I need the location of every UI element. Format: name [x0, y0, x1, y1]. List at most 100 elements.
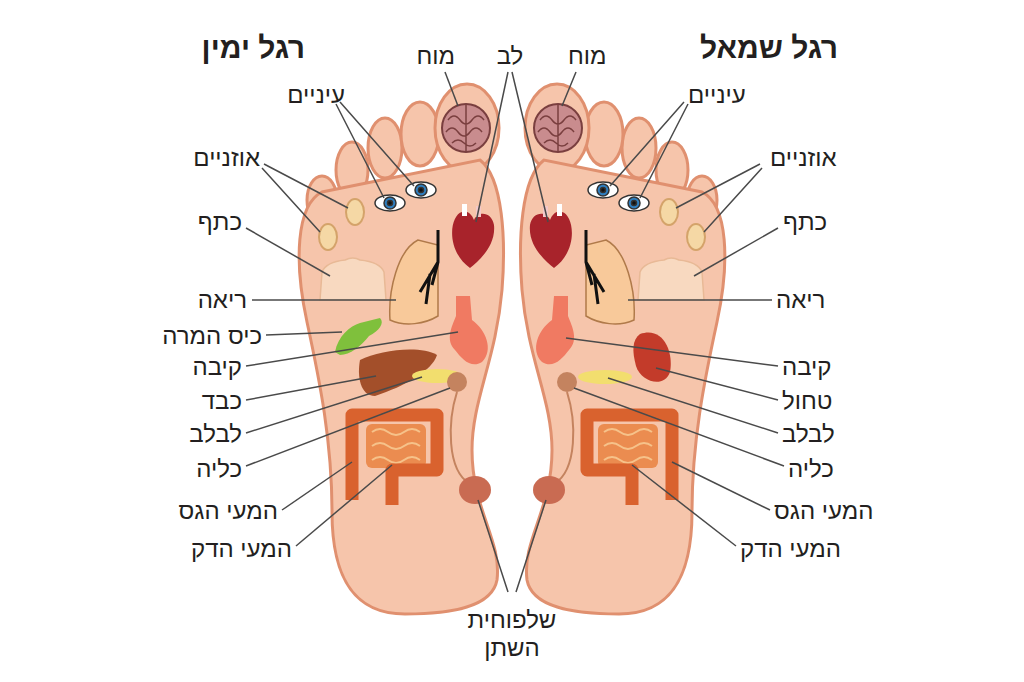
- organ-label: לבלב: [189, 420, 242, 448]
- heart: [530, 204, 572, 268]
- organ-label: מוח: [568, 42, 607, 70]
- right-foot: [368, 118, 402, 178]
- leader-lines: [246, 377, 422, 433]
- leader-lines: [672, 462, 770, 510]
- ears: [346, 199, 364, 225]
- urinary-tract: [447, 372, 577, 504]
- brain: [442, 104, 490, 152]
- organ-label: שלפוחית השתן: [452, 606, 572, 661]
- eyes: [601, 188, 606, 193]
- organ-label: כליה: [788, 455, 834, 483]
- eyes: [597, 184, 609, 196]
- shoulder: [320, 258, 386, 300]
- organ-label: אוזניים: [770, 144, 837, 172]
- leader-lines: [296, 465, 392, 546]
- heart: [462, 204, 467, 216]
- eyes: [415, 184, 427, 196]
- right-foot: [299, 160, 503, 614]
- organ-label: כתף: [198, 208, 242, 236]
- leader-lines: [608, 378, 778, 433]
- organ-label: עיניים: [688, 81, 746, 109]
- leader-lines: [694, 228, 778, 276]
- shoulder: [320, 258, 704, 300]
- organ-label: המעי הדק: [191, 535, 292, 563]
- leader-lines: [246, 376, 376, 400]
- eyes: [419, 188, 424, 193]
- leader-lines: [336, 102, 414, 198]
- organ-label: ריאה: [198, 286, 247, 314]
- gallbladder: [335, 318, 382, 355]
- leader-lines: [282, 462, 352, 510]
- leader-lines: [562, 72, 576, 106]
- ears: [319, 199, 705, 250]
- eyes: [375, 182, 649, 211]
- lung: [390, 240, 438, 324]
- urinary-tract: [451, 392, 470, 484]
- leader-lines: [252, 299, 396, 301]
- urinary-tract: [459, 476, 491, 504]
- organ-label: לבלב: [782, 420, 835, 448]
- leader-lines: [574, 388, 784, 466]
- eyes: [406, 182, 436, 198]
- intestines: [352, 415, 437, 505]
- leader-lines: [632, 465, 736, 546]
- stomach: [536, 296, 574, 364]
- organ-label: כיס המרה: [162, 322, 262, 350]
- ears: [687, 224, 705, 250]
- left-foot: [585, 102, 623, 166]
- eyes: [375, 195, 405, 211]
- brain: [534, 104, 582, 152]
- leader-lines: [246, 72, 784, 592]
- heart: [452, 212, 494, 268]
- intestines: [372, 429, 420, 463]
- right-foot: [401, 102, 439, 166]
- organ-label: טחול: [782, 387, 832, 415]
- shoulder: [638, 258, 704, 300]
- leader-lines: [676, 164, 762, 232]
- lung: [586, 240, 634, 324]
- intestines: [587, 415, 672, 505]
- intestines: [352, 415, 437, 505]
- organ-label: עיניים: [287, 81, 345, 109]
- eyes: [628, 197, 640, 209]
- heart: [557, 204, 562, 216]
- intestines: [587, 415, 672, 505]
- organ-label: המעי הגס: [179, 497, 278, 525]
- brain: [442, 104, 490, 152]
- organ-label: כתף: [783, 208, 827, 236]
- brain: [538, 105, 576, 151]
- spleen: [633, 332, 670, 381]
- leader-lines: [628, 299, 772, 301]
- urinary-tract: [533, 476, 565, 504]
- eyes: [384, 197, 396, 209]
- organ-label: כבד: [202, 387, 242, 415]
- urinary-tract: [554, 392, 573, 484]
- eyes: [632, 201, 637, 206]
- brain: [534, 104, 582, 152]
- brain: [446, 105, 484, 151]
- organ-label: המעי הדק: [740, 535, 841, 563]
- organ-label: אוזניים: [193, 144, 260, 172]
- leader-lines: [246, 332, 458, 366]
- pancreas: [578, 370, 632, 384]
- heart: [530, 212, 572, 268]
- foot-heading: רגל שמאל: [700, 31, 838, 66]
- ears: [319, 224, 337, 250]
- leader-lines: [610, 102, 688, 198]
- foot-heading: רגל ימין: [202, 31, 305, 66]
- left-foot: [525, 84, 589, 172]
- leader-lines: [246, 388, 450, 466]
- intestines: [366, 424, 426, 468]
- lung: [586, 230, 634, 324]
- eyes: [619, 195, 649, 211]
- lung: [586, 230, 604, 304]
- lung: [420, 230, 438, 304]
- organ-label: קיבה: [193, 353, 242, 381]
- leader-lines: [476, 72, 548, 222]
- intestines: [598, 424, 658, 468]
- organ-label: המעי הגס: [774, 497, 873, 525]
- stomach: [450, 296, 488, 364]
- organ-label: ריאה: [776, 286, 825, 314]
- leader-lines: [656, 368, 778, 400]
